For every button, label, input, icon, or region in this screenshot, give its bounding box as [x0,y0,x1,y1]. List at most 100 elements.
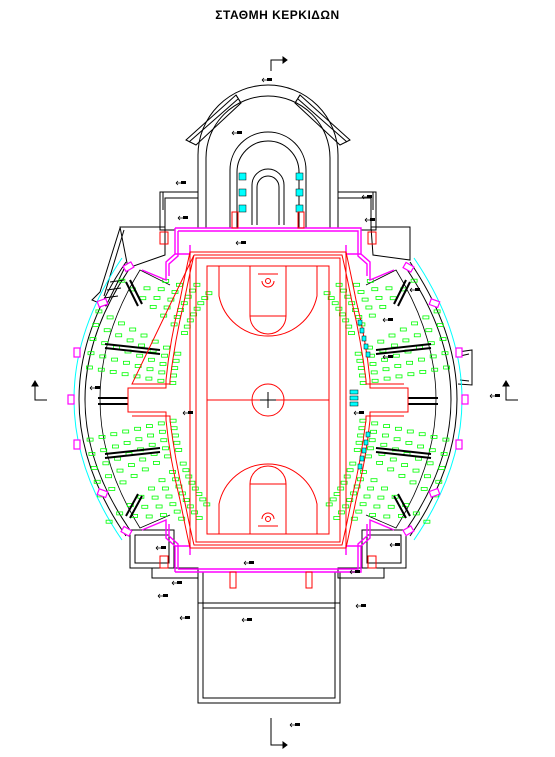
seat [371,378,379,383]
seat [140,333,148,338]
seat [88,451,96,456]
seat [359,381,367,385]
seat [90,465,98,470]
seat [195,516,203,520]
seat [419,369,427,374]
seat [99,354,107,359]
seat [105,519,113,524]
seat [118,321,125,326]
seat [354,351,362,356]
level-tag-label-mark [361,604,366,607]
seat [427,341,435,346]
seat [161,353,169,358]
level-tag-label-mark [388,318,393,321]
seat [422,315,430,320]
seat [406,429,414,434]
level-tag-label-mark [388,355,393,358]
seat [379,304,387,309]
seat [106,315,114,320]
seat [364,454,372,459]
seat [161,486,169,491]
seat [355,440,363,445]
level-tag-label-mark [359,411,364,414]
seat [371,421,379,426]
seat [143,286,151,291]
seat [412,468,420,473]
seat [146,367,154,372]
seat [162,446,169,451]
seat [169,381,177,385]
seat [442,437,450,442]
seat [417,357,425,362]
level-tag-label-mark [95,386,100,389]
seat [139,457,147,462]
level-tag-arrow [155,545,161,551]
seat [428,448,436,453]
seat [169,469,177,474]
seat [425,328,433,333]
seat [333,516,341,520]
seat [89,337,97,342]
level-tag-label-mark [177,581,182,584]
seat [337,486,345,491]
seat [134,426,142,431]
seat [439,337,447,342]
seat [116,468,124,473]
south-annex [197,572,341,704]
seat [383,424,391,429]
seat [188,288,196,293]
seat [423,519,431,524]
seat [387,467,395,472]
seat [115,333,123,338]
level-tag-arrow [364,217,370,223]
seat [165,494,173,499]
seat [183,324,191,329]
seat [148,442,156,447]
seat [122,429,130,434]
seat [86,437,94,442]
seat [145,514,153,519]
seat [382,367,390,372]
seat [369,513,377,517]
seat [429,354,437,359]
seat [402,338,410,343]
seat [145,376,153,381]
seat [135,437,143,442]
seat [358,373,366,378]
level-tag-label-mark [237,131,242,134]
seat [158,370,166,375]
level-tag-label-mark [163,594,168,597]
seat [102,461,110,466]
seat [181,331,188,336]
seat [87,351,95,356]
level-tag-arrow [179,615,185,621]
seat [350,516,358,521]
seat [353,484,361,489]
level-tag-arrow [382,317,388,323]
drawing-title: ΣΤΑΘΜΗ ΚΕΡΚΙΔΩΝ [215,8,340,22]
seat [405,440,413,445]
seat [369,362,377,366]
seat [101,341,109,346]
seat [413,333,421,338]
seat [390,343,398,348]
seat [93,479,101,484]
seat [147,357,155,362]
seat [381,486,388,491]
seat [105,474,112,479]
seat [197,301,205,306]
seat [370,429,378,434]
seat [407,372,415,377]
seat [431,367,439,372]
seat [157,287,165,292]
seat [151,495,159,500]
seat [406,360,414,365]
seat [370,370,378,375]
seat [170,373,178,378]
level-tag-arrow [175,180,181,186]
basketball-court [127,211,409,589]
seat [355,315,363,319]
seat [173,509,181,514]
seat [356,358,364,363]
